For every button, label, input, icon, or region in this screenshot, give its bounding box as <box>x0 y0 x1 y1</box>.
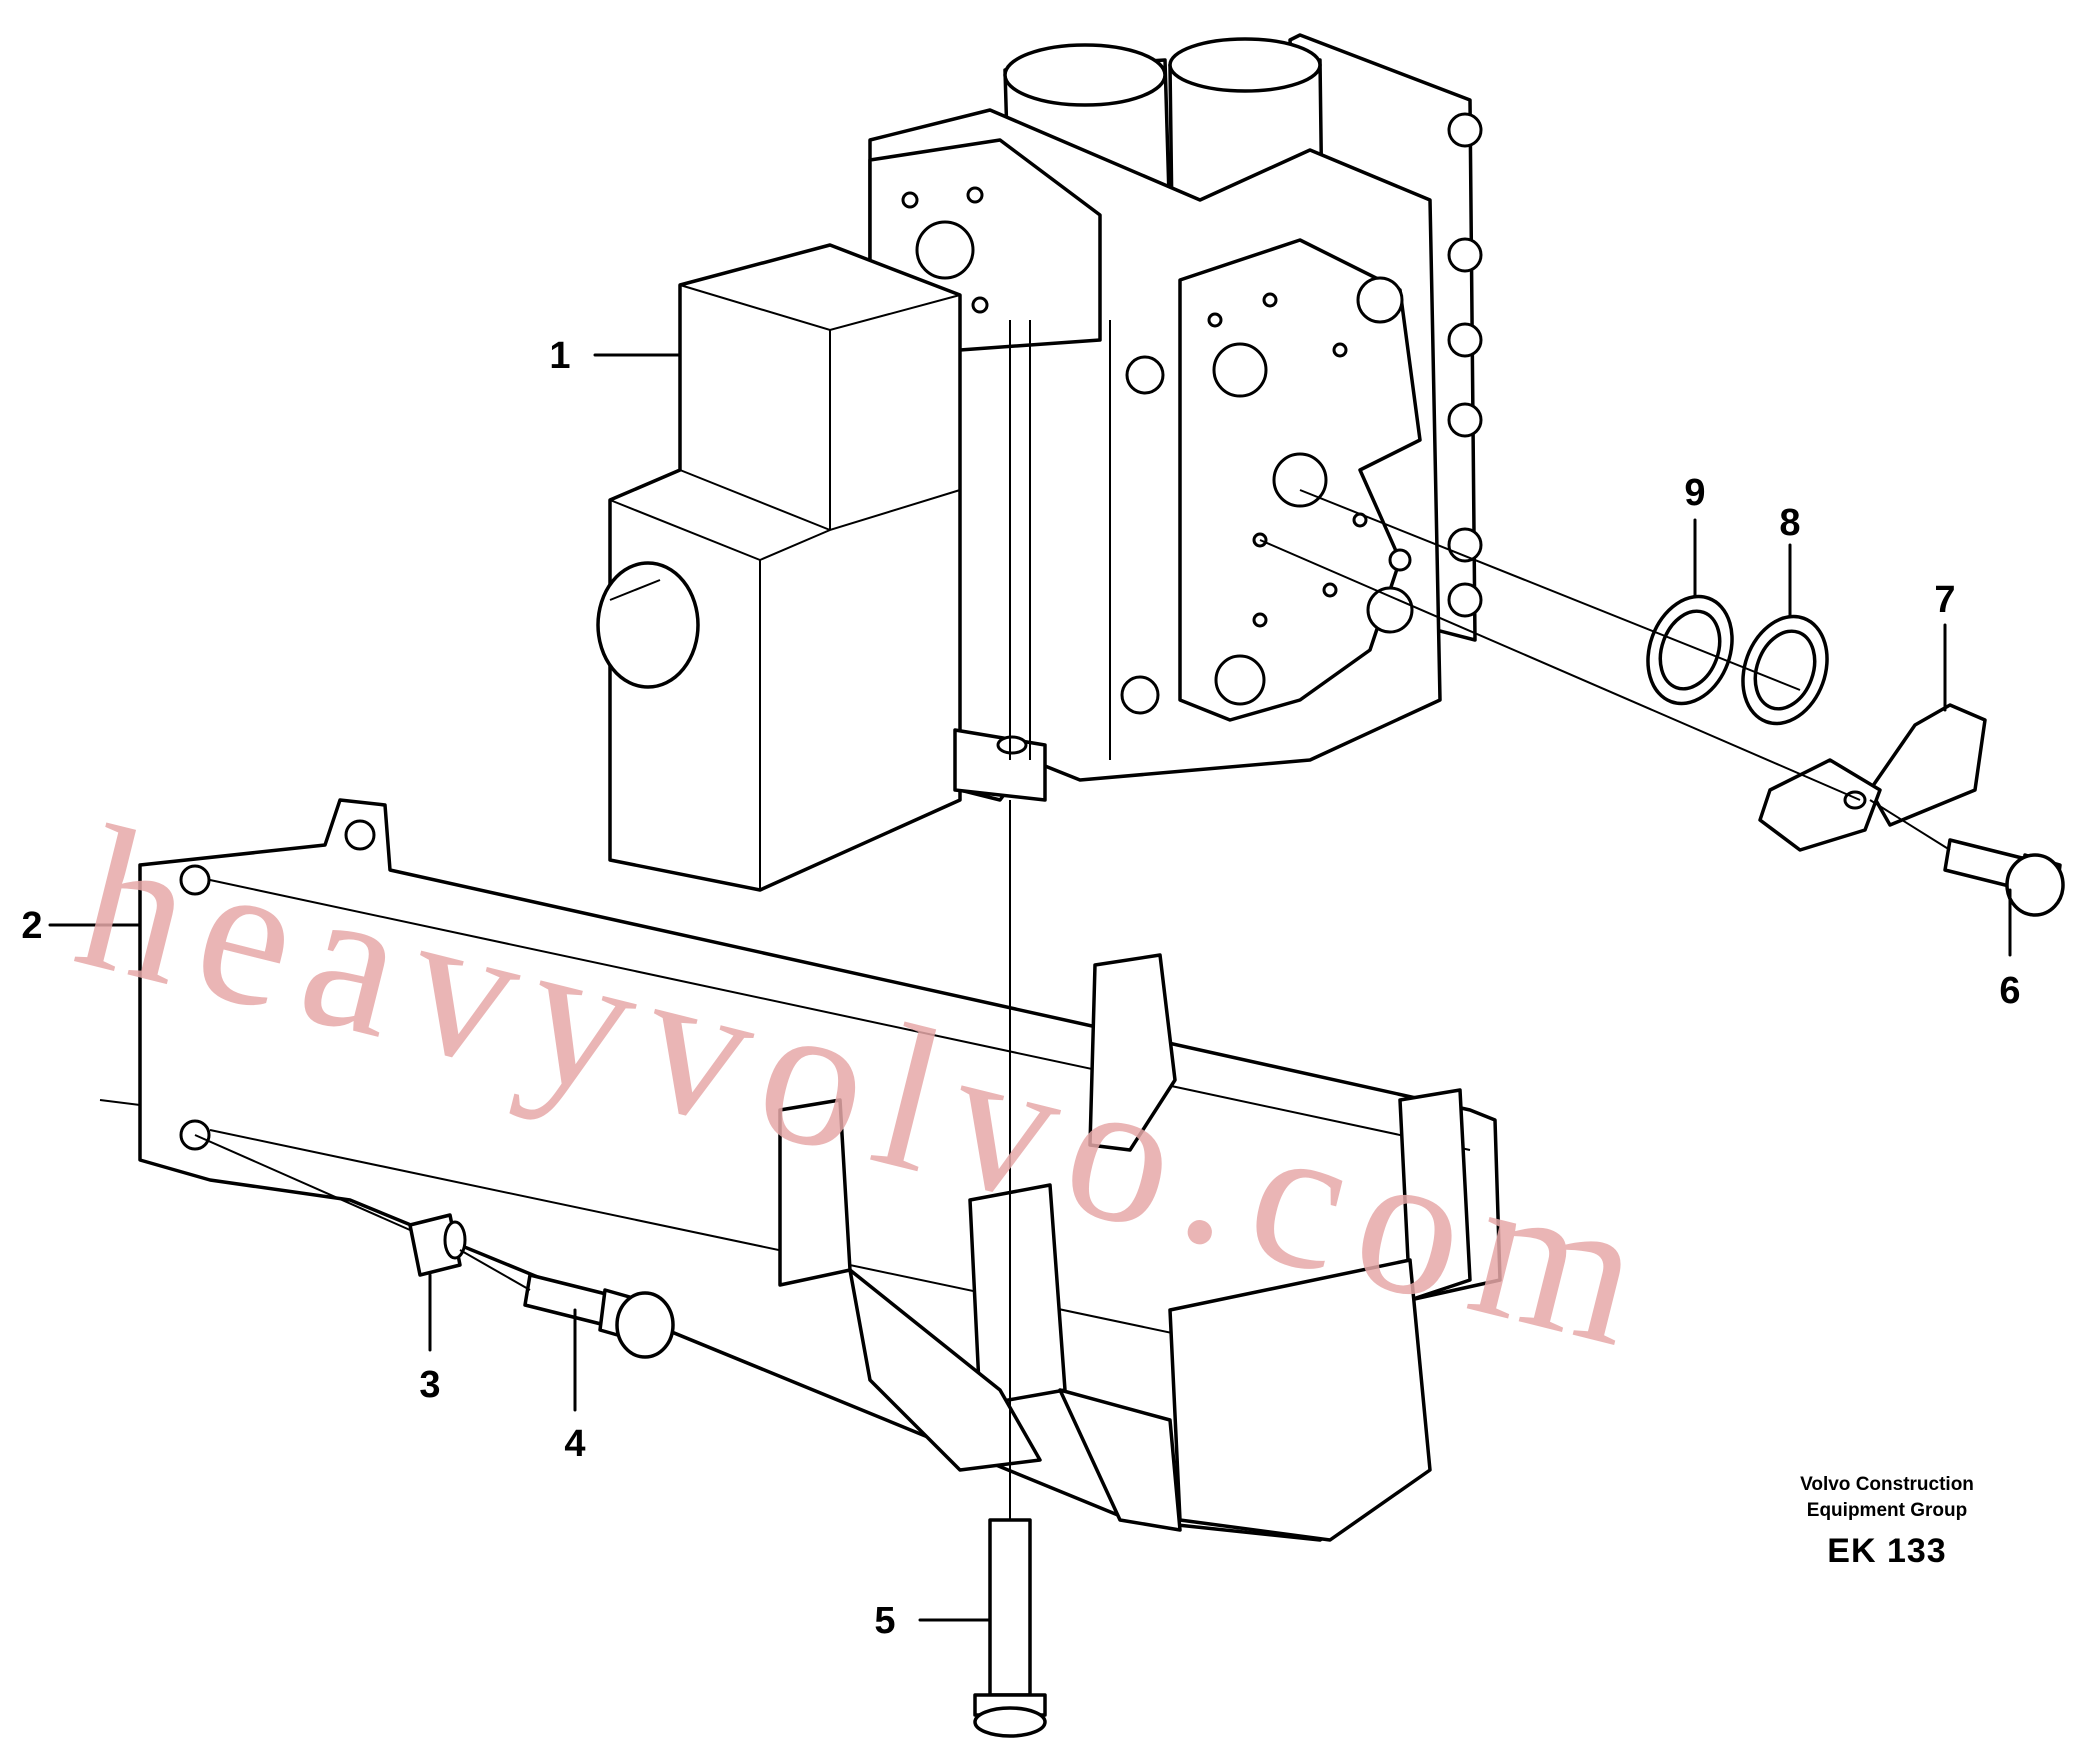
flange-bolt-right <box>1943 838 2065 917</box>
svg-text:6: 6 <box>1999 970 2020 1012</box>
svg-text:5: 5 <box>874 1600 895 1642</box>
callout-9: 9 <box>1684 472 1706 597</box>
callout-6: 6 <box>1999 888 2021 1012</box>
svg-text:8: 8 <box>1779 502 1800 544</box>
callout-3: 3 <box>419 1273 441 1406</box>
assembly-line-flange <box>1259 539 1861 801</box>
svg-text:1: 1 <box>549 335 570 377</box>
callout-5: 5 <box>874 1600 992 1642</box>
callout-4: 4 <box>564 1308 586 1465</box>
control-valve-block <box>596 33 1483 892</box>
callout-1: 1 <box>549 335 682 377</box>
callout-8: 8 <box>1779 502 1801 617</box>
assembly-line-port <box>1299 489 1801 691</box>
svg-text:9: 9 <box>1684 472 1705 514</box>
drawing-code: EK 133 <box>1827 1532 1947 1570</box>
company-name-line1: Volvo Construction <box>1800 1474 1974 1495</box>
svg-text:7: 7 <box>1934 579 1955 621</box>
o-ring-small-inner <box>1658 609 1722 691</box>
manifold-bracket <box>99 798 1502 1542</box>
callout-7: 7 <box>1934 579 1956 712</box>
assembly-line-spacer <box>194 1134 411 1231</box>
svg-text:4: 4 <box>564 1423 585 1465</box>
assembly-line-bolt-left <box>459 1249 531 1291</box>
svg-text:2: 2 <box>21 905 42 947</box>
split-flange-halves <box>1758 703 1987 852</box>
flange-bolt-left <box>523 1273 675 1359</box>
company-name-line2: Equipment Group <box>1806 1500 1968 1521</box>
assembly-line-bolt-right <box>1869 799 1951 851</box>
long-mounting-bolt <box>973 1518 1047 1738</box>
callout-2: 2 <box>21 905 142 947</box>
spacer-sleeve <box>408 1213 467 1277</box>
drawing-title-block: Volvo Construction Equipment Group EK 13… <box>1757 1472 2017 1571</box>
svg-text:3: 3 <box>419 1364 440 1406</box>
